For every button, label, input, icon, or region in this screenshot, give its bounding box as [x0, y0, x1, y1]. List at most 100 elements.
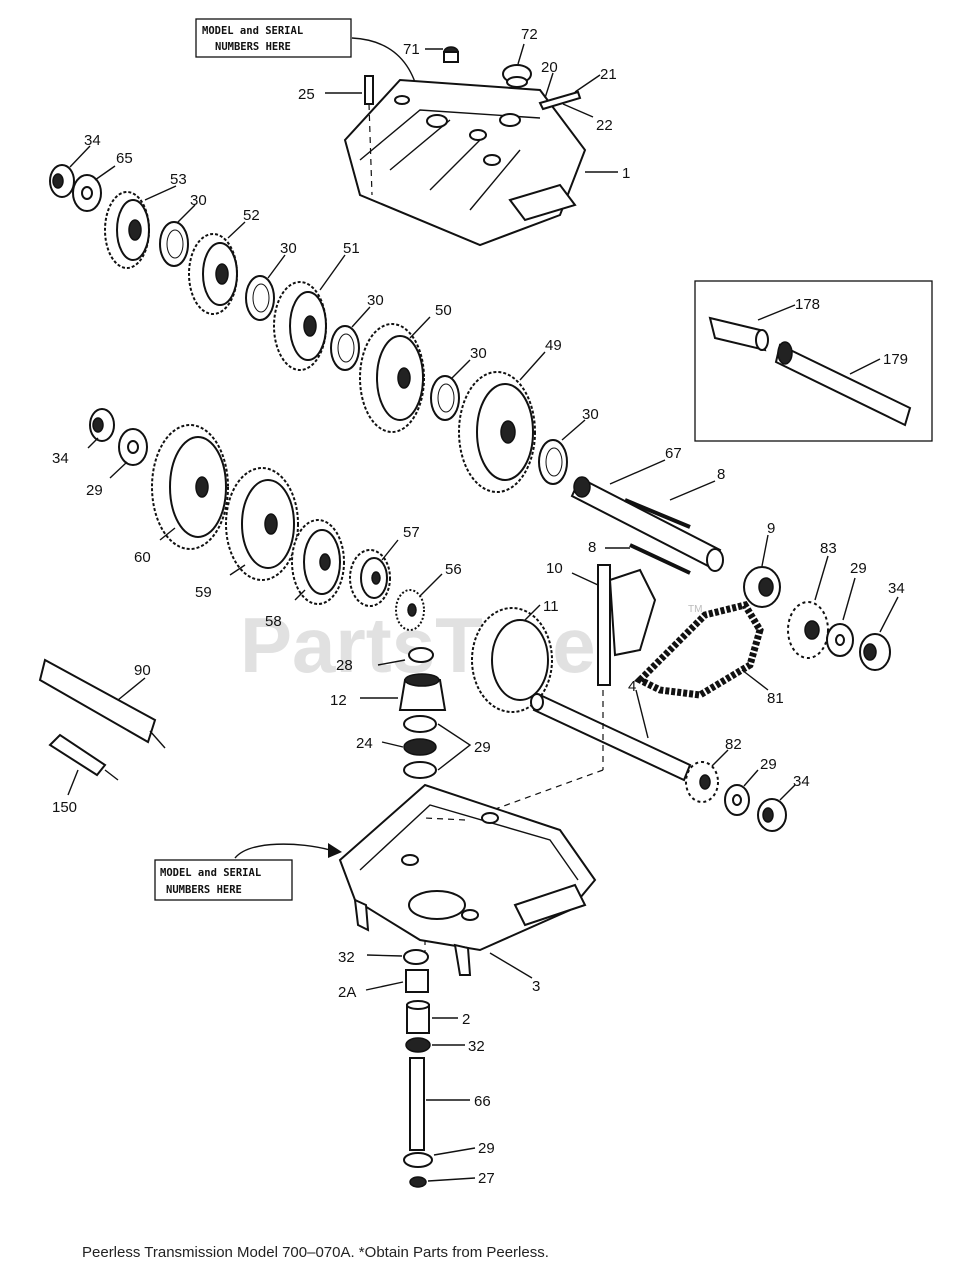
- callout-34d: 34: [793, 773, 810, 790]
- axle-column-parts: [365, 949, 476, 1188]
- callout-4: 4: [628, 678, 636, 695]
- callout-50: 50: [435, 302, 452, 319]
- gear-part-56: [395, 573, 443, 631]
- callout-71: 71: [403, 41, 420, 58]
- washer-stack-parts-24-29: [381, 715, 472, 779]
- callout-58: 58: [265, 613, 282, 630]
- callout-30b: 30: [280, 240, 297, 257]
- gear-part-60: [151, 424, 229, 550]
- sealant-tube-part-150: [48, 733, 119, 796]
- callout-29b: 29: [850, 560, 867, 577]
- gear-part-52: [188, 233, 238, 315]
- callout-8b: 8: [588, 539, 596, 556]
- callout-30a: 30: [190, 192, 207, 209]
- diagram-caption: Peerless Transmission Model 700–070A. *O…: [82, 1244, 549, 1261]
- callout-25: 25: [298, 86, 315, 103]
- callout-72: 72: [521, 26, 538, 43]
- callout-30c: 30: [367, 292, 384, 309]
- callout-1: 1: [622, 165, 630, 182]
- box-top-line2: NUMBERS HERE: [215, 41, 291, 53]
- spacer-part-30b: [245, 275, 275, 321]
- callout-53: 53: [170, 171, 187, 188]
- callout-29c: 29: [474, 739, 491, 756]
- gear-part-11: [471, 604, 553, 713]
- washer-part-65: [72, 165, 116, 212]
- grease-tube-part-90: [38, 658, 166, 749]
- callout-49: 49: [545, 337, 562, 354]
- shifter-part-10: [571, 564, 657, 686]
- callout-179: 179: [883, 351, 908, 368]
- watermark-tm: TM: [688, 604, 702, 615]
- gear-part-58: [291, 519, 345, 605]
- plug-part-71: [425, 46, 459, 63]
- shaft-inset-box: [694, 280, 933, 442]
- key-part-8b: [605, 543, 691, 575]
- washer-part-29a: [109, 428, 148, 479]
- gear-part-49: [458, 371, 536, 493]
- sprocket-part-83: [787, 555, 829, 659]
- callout-178: 178: [795, 296, 820, 313]
- callout-2A: 2A: [338, 984, 356, 1001]
- screw-parts-20-21-22: [538, 72, 601, 118]
- callout-28: 28: [336, 657, 353, 674]
- callout-90: 90: [134, 662, 151, 679]
- callout-9: 9: [767, 520, 775, 537]
- spacer-part-30d: [430, 375, 460, 421]
- callout-29a: 29: [86, 482, 103, 499]
- callout-labels: 71 72 20 21 22 25 1 34 65 53 30 52 30 51…: [52, 26, 908, 1187]
- callout-150: 150: [52, 799, 77, 816]
- spacer-part-30e: [538, 439, 568, 485]
- bolt-part-25: [325, 75, 374, 196]
- callout-65: 65: [116, 150, 133, 167]
- box-bottom-line2: NUMBERS HERE: [166, 884, 242, 896]
- callout-29d: 29: [760, 756, 777, 773]
- callout-32a: 32: [338, 949, 355, 966]
- callout-67: 67: [665, 445, 682, 462]
- callout-10: 10: [546, 560, 563, 577]
- gear-part-12: [360, 673, 447, 711]
- spacer-part-30a: [159, 221, 189, 267]
- washer-part-29b: [826, 577, 856, 657]
- callout-66: 66: [474, 1093, 491, 1110]
- gear-part-59: [225, 467, 299, 581]
- callout-34b: 34: [52, 450, 69, 467]
- cap-part-72: [502, 43, 532, 88]
- callout-83: 83: [820, 540, 837, 557]
- callout-20: 20: [541, 59, 558, 76]
- box-top-line1: MODEL and SERIAL: [202, 25, 303, 37]
- bushing-part-34a: [49, 145, 91, 198]
- callout-24: 24: [356, 735, 373, 752]
- callout-8a: 8: [717, 466, 725, 483]
- callout-57: 57: [403, 524, 420, 541]
- gear-part-57: [349, 539, 399, 607]
- bearing-part-9: [743, 534, 781, 608]
- gear-part-53: [104, 191, 150, 269]
- bushing-part-34b: [87, 408, 115, 449]
- callout-12: 12: [330, 692, 347, 709]
- top-housing-part-1: [343, 78, 618, 247]
- spacer-part-30c: [330, 325, 360, 371]
- callout-27: 27: [478, 1170, 495, 1187]
- shaft-part-67: [570, 459, 724, 572]
- gear-part-51: [273, 281, 327, 371]
- bushing-part-34d: [757, 784, 796, 832]
- sprocket-part-82: [685, 749, 729, 803]
- callout-21: 21: [600, 66, 617, 83]
- chain-part-81: [634, 600, 769, 699]
- callout-59: 59: [195, 584, 212, 601]
- callout-29e: 29: [478, 1140, 495, 1157]
- callout-2: 2: [462, 1011, 470, 1028]
- callout-30d: 30: [470, 345, 487, 362]
- box-bottom-line1: MODEL and SERIAL: [160, 867, 261, 879]
- callout-3: 3: [532, 978, 540, 995]
- callout-60: 60: [134, 549, 151, 566]
- model-serial-box-bottom: MODEL and SERIAL NUMBERS HERE: [154, 843, 342, 901]
- washer-part-29d: [724, 769, 759, 816]
- callout-81: 81: [767, 690, 784, 707]
- callout-51: 51: [343, 240, 360, 257]
- callout-52: 52: [243, 207, 260, 224]
- callout-34c: 34: [888, 580, 905, 597]
- gear-part-50: [359, 323, 425, 433]
- callout-82: 82: [725, 736, 742, 753]
